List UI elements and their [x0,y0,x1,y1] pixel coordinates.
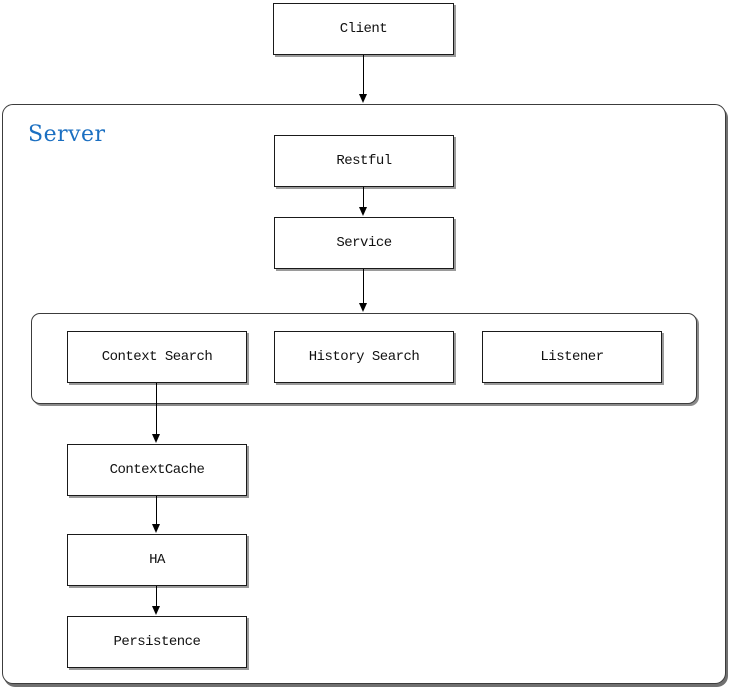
arrow-restful-to-service [359,187,368,216]
node-listener: Listener [482,331,662,383]
node-history-search: History Search [274,331,454,383]
node-service: Service [274,217,454,269]
node-restful: Restful [274,135,454,187]
node-ha: HA [67,534,247,586]
server-group-label: Server [28,122,106,147]
node-context-search: Context Search [67,331,247,383]
node-context-cache: ContextCache [67,444,247,496]
arrow-ha-to-persistence [152,586,161,615]
arrow-context-search-to-context-cache [152,383,161,443]
arrow-context-cache-to-ha [152,496,161,533]
arrow-client-to-server [359,55,368,103]
arrow-service-to-search-group [359,269,368,312]
node-persistence: Persistence [67,616,247,668]
node-client: Client [273,3,454,55]
